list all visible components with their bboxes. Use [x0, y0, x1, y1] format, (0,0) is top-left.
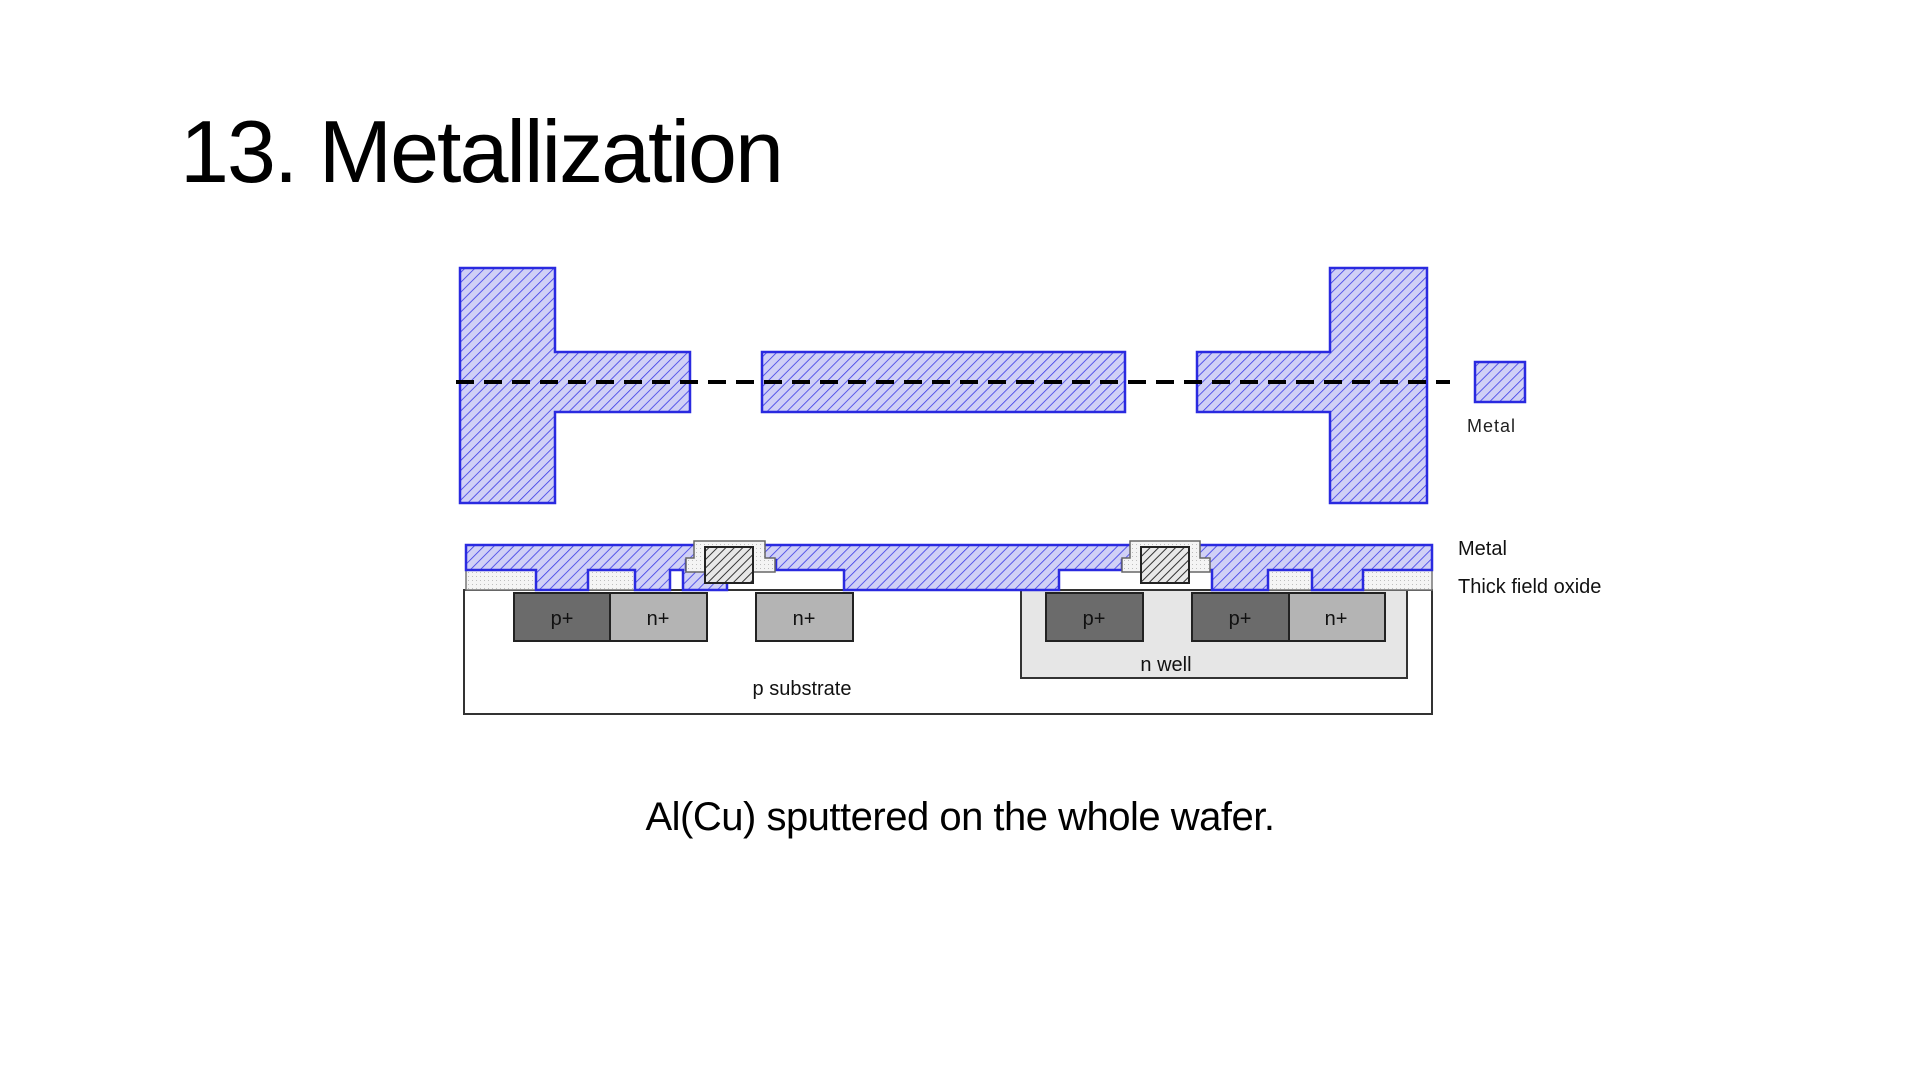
p-plus-label-2: p+ — [1083, 608, 1106, 630]
n-plus-label-1: n+ — [647, 608, 670, 630]
p-plus-label-1: p+ — [551, 608, 574, 630]
n-plus-region-1 — [609, 592, 708, 642]
legend-metal-swatch — [1473, 360, 1527, 404]
p-plus-region-2 — [1045, 592, 1144, 642]
gate-stack-1 — [685, 540, 776, 584]
legend-metal-label: Metal — [1458, 538, 1507, 560]
n-well-label: n well — [1140, 654, 1191, 676]
metal-right-t-shape — [1195, 266, 1429, 505]
legend-metal-label-top: Metal — [1467, 416, 1516, 436]
p-plus-label-3: p+ — [1229, 608, 1252, 630]
p-substrate-label: p substrate — [753, 678, 852, 700]
legend-oxide-label: Thick field oxide — [1458, 576, 1601, 598]
cross-section: p+ n+ n+ p+ p+ n+ n well p substrate Met… — [463, 538, 1601, 715]
n-plus-region-3 — [1288, 592, 1386, 642]
gate-stack-2 — [1121, 540, 1211, 584]
slide-title: 13. Metallization — [180, 102, 784, 201]
n-plus-region-2 — [755, 592, 854, 642]
p-plus-region-3 — [1191, 592, 1290, 642]
top-view: Metal — [456, 266, 1527, 505]
n-plus-label-3: n+ — [1325, 608, 1348, 630]
p-plus-region-1 — [513, 592, 611, 642]
slide-caption: Al(Cu) sputtered on the whole wafer. — [645, 795, 1275, 839]
metal-left-t-shape — [458, 266, 692, 505]
n-plus-label-2: n+ — [793, 608, 816, 630]
